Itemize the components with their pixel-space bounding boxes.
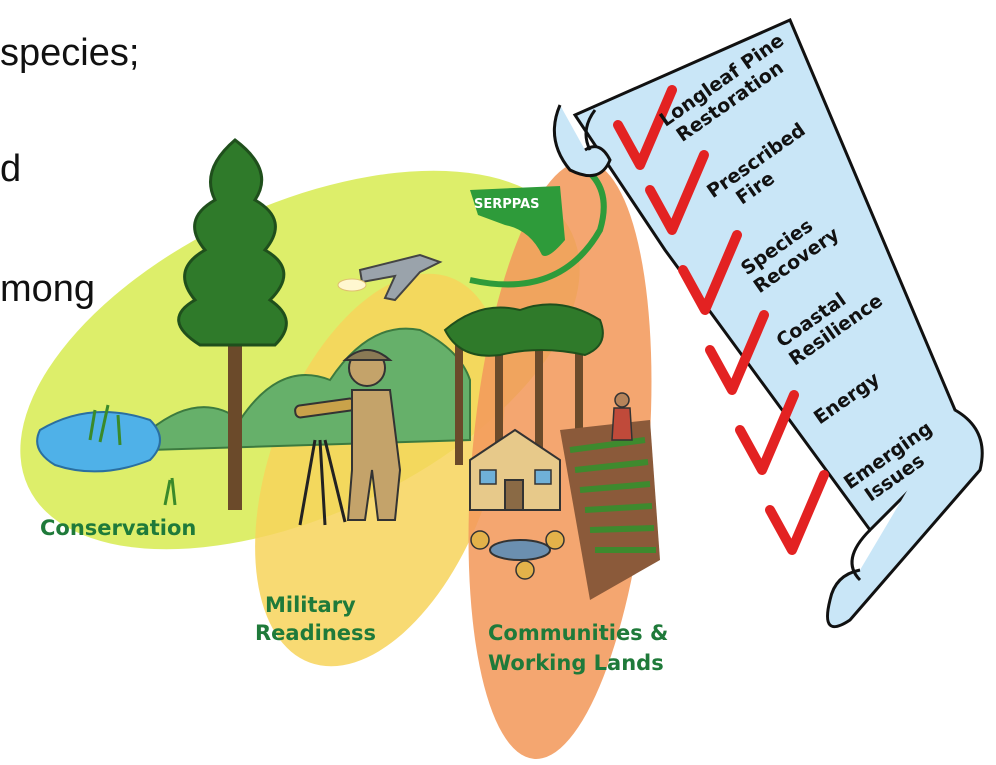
serppas-logo-text: SERPPAS (474, 197, 540, 212)
pond (37, 412, 160, 471)
conservation-label: Conservation (40, 516, 196, 540)
farmer (612, 393, 632, 440)
military-label-line-1: Military (265, 593, 356, 617)
communities-label-line-2: Working Lands (488, 651, 664, 675)
military-label-line-2: Readiness (255, 621, 376, 645)
checkmark-5 (740, 395, 794, 470)
checkmark-6 (770, 475, 824, 550)
communities-label-line-1: Communities & (488, 621, 668, 645)
